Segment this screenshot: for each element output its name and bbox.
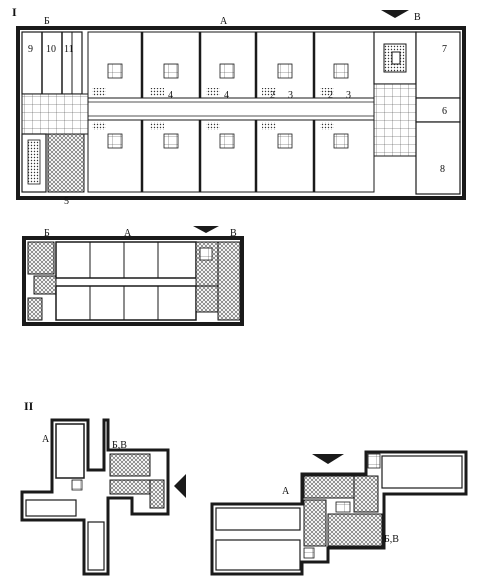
room-label-6: 6 <box>442 106 447 117</box>
room-label-10: 10 <box>46 44 56 55</box>
plan-three-entrance-arrow <box>174 474 186 498</box>
right-lobby-grid <box>373 83 417 157</box>
left-hall-grid <box>21 93 89 135</box>
section-one-numeral: I <box>12 5 17 19</box>
plan-two-zone-v: В <box>230 228 237 239</box>
plan-two-zone-b: Б <box>44 228 50 239</box>
plan-one-zone-v: В <box>414 12 421 23</box>
plan-one-zone-b: Б <box>44 16 50 27</box>
section-two-numeral: II <box>24 399 34 413</box>
room-label-5: 5 <box>64 196 69 207</box>
corridor-mark: 4 <box>224 90 229 101</box>
corridor-mark: 2 <box>270 90 275 101</box>
corridor-mark: 4 <box>168 90 173 101</box>
corridor-mark: 3 <box>346 90 351 101</box>
plan-four-entrance-arrow <box>312 454 344 464</box>
plan-two: Б А В <box>22 226 244 326</box>
top-dwelling-cells <box>87 31 375 99</box>
entrance-arrow <box>381 10 409 18</box>
left-wing-rooms <box>21 31 83 95</box>
room-label-11: 11 <box>64 44 74 55</box>
plan-three-zone-bv: Б,В <box>112 440 127 451</box>
corridor-mark: 2 <box>328 90 333 101</box>
room-label-9: 9 <box>28 44 33 55</box>
plan-two-entrance-arrow <box>193 226 219 233</box>
plan-four-zone-a: А <box>282 486 290 497</box>
room-label-8: 8 <box>440 164 445 175</box>
plan-one: А Б В 9 10 11 7 6 8 5 4 4 2 3 2 3 <box>16 10 466 207</box>
room-eight <box>415 121 461 195</box>
plan-three: А Б,В <box>20 418 186 576</box>
room-label-7: 7 <box>442 44 447 55</box>
plan-four: А Б,В <box>210 450 468 576</box>
bottom-dwelling-cells <box>87 119 375 193</box>
plan-two-zone-a: А <box>124 228 132 239</box>
room-seven <box>415 31 461 99</box>
plan-three-zone-a: А <box>42 434 50 445</box>
plan-four-zone-bv: Б,В <box>384 534 399 545</box>
left-service-block <box>47 133 85 193</box>
corridor-mark: 3 <box>288 90 293 101</box>
plan-one-zone-a: А <box>220 16 228 27</box>
corridor <box>87 97 375 121</box>
room-six <box>415 97 461 123</box>
